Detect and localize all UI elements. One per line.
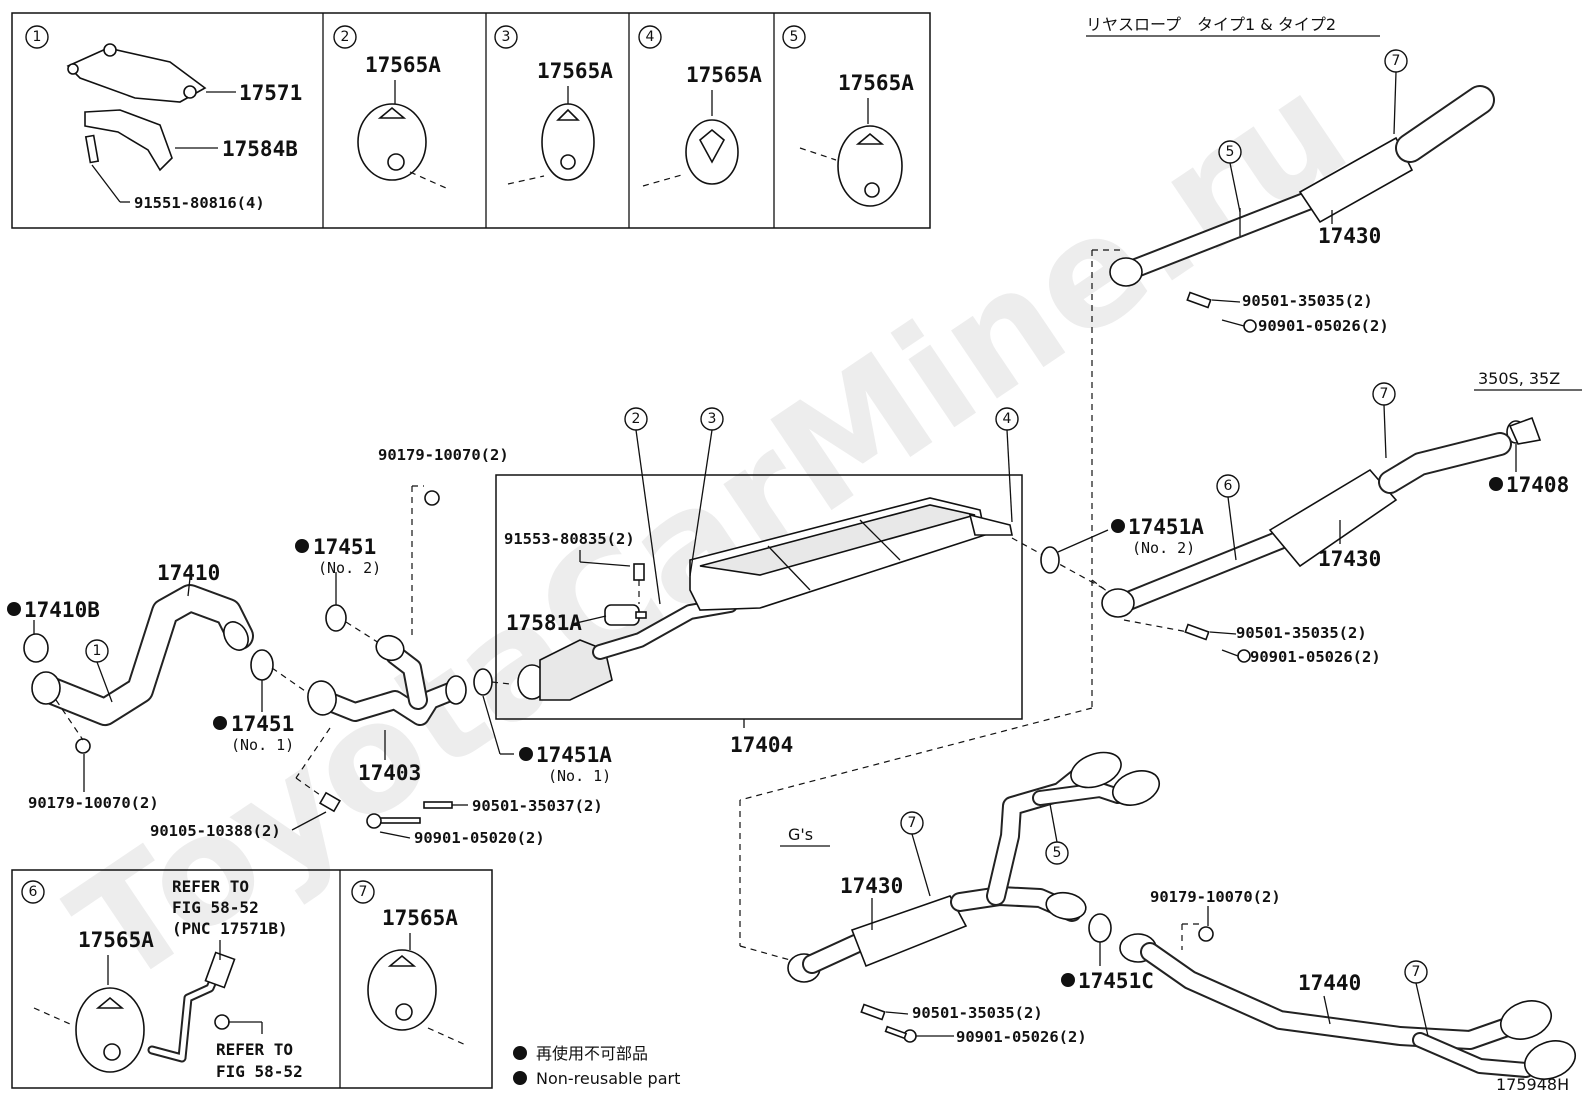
part-17584B: 17584B: [222, 137, 298, 161]
part-17565A-inset7: 17565A: [382, 906, 458, 930]
refer-to-note-1-line1: REFER TO: [172, 877, 249, 896]
part-90105-10388: 90105-10388(2): [150, 822, 281, 840]
header-gs: G's: [788, 825, 813, 844]
part-17581A: 17581A: [506, 611, 582, 635]
inset-7: 7 17565A: [351, 880, 469, 1047]
part-90179-10070-b: 90179-10070(2): [378, 446, 509, 464]
part-17451-no1: 17451: [231, 712, 294, 736]
part-17430-gs: 17430: [840, 874, 903, 898]
part-17451A-no2: 17451A: [1128, 515, 1204, 539]
center-pipe-17403: 17403 90179-10070(2) 90105-10388(2) 9090…: [150, 446, 603, 847]
diagram-code: 175948H: [1496, 1075, 1569, 1094]
gasket-17451A-no1: 17451A (No. 1): [473, 668, 612, 785]
part-17410: 17410: [157, 561, 220, 585]
part-90179-10070-a: 90179-10070(2): [28, 794, 159, 812]
tailpipe-350s: 350S, 35Z 17408 6 7 17430 90501-35035(2)…: [1091, 369, 1582, 666]
legend-jp: 再使用不可部品: [536, 1044, 648, 1063]
inset-4: 4 17565A: [638, 25, 762, 187]
refer-to-note-1-line2: FIG 58-52: [172, 898, 259, 917]
header-rear-slope: リヤスロープ タイプ1 & タイプ2: [1086, 15, 1336, 34]
part-90179-10070-c: 90179-10070(2): [1150, 888, 1281, 906]
part-17565A-inset2: 17565A: [365, 53, 441, 77]
inset-5: 5 17565A: [782, 25, 914, 207]
callout-7-mid: 7: [1380, 386, 1389, 402]
inset-number-4: 4: [646, 29, 655, 45]
part-17451A-no1: 17451A: [536, 743, 612, 767]
inset-number-3: 3: [502, 29, 511, 45]
part-90501-35035-top: 90501-35035(2): [1242, 292, 1373, 310]
callout-7-gs: 7: [908, 815, 917, 831]
part-17451C: 17451C: [1078, 969, 1154, 993]
part-90501-35037: 90501-35037(2): [472, 797, 603, 815]
inset-number-5: 5: [790, 29, 799, 45]
inset-row-bottom: [11, 869, 493, 1089]
inset-3: 3 17565A: [494, 25, 613, 185]
part-17410B: 17410B: [24, 598, 100, 622]
part-17430-mid: 17430: [1318, 547, 1381, 571]
part-17451-no2-sub: (No. 2): [318, 559, 381, 577]
inset-row-top: [11, 12, 931, 229]
refer-to-note-2-line2: FIG 58-52: [216, 1062, 303, 1081]
part-90901-05020: 90901-05020(2): [414, 829, 545, 847]
part-17571: 17571: [239, 81, 302, 105]
part-90901-05026-gs: 90901-05026(2): [956, 1028, 1087, 1046]
part-17565A-inset3: 17565A: [537, 59, 613, 83]
part-90501-35035-gs: 90501-35035(2): [912, 1004, 1043, 1022]
part-90901-05026-mid: 90901-05026(2): [1250, 648, 1381, 666]
part-17565A-inset5: 17565A: [838, 71, 914, 95]
refer-to-note-2-line1: REFER TO: [216, 1040, 293, 1059]
inset-number-6: 6: [29, 884, 38, 900]
gasket-17451A-no2: 17451A (No. 2): [1011, 515, 1204, 593]
front-pipe-17410: 1 17410B 17410 90179-10070(2): [7, 561, 254, 812]
inset-number-2: 2: [341, 29, 350, 45]
inset-2: 2 17565A: [333, 25, 447, 189]
callout-5-gs: 5: [1053, 845, 1062, 861]
part-91553-80835: 91553-80835(2): [504, 530, 635, 548]
inset-number-7: 7: [359, 884, 368, 900]
part-17451-no1-sub: (No. 1): [231, 736, 294, 754]
part-17430-top: 17430: [1318, 224, 1381, 248]
part-17451A-no1-sub: (No. 1): [548, 767, 611, 785]
part-17440: 17440: [1298, 971, 1361, 995]
callout-2: 2: [632, 411, 641, 427]
callout-5-top: 5: [1226, 144, 1235, 160]
main-muffler-17404: 17404 91553-80835(2) 17581A 2 3 4: [495, 407, 1023, 757]
inset-number-1: 1: [33, 29, 42, 45]
part-17403: 17403: [358, 761, 421, 785]
part-17451A-no2-sub: (No. 2): [1132, 539, 1195, 557]
callout-3: 3: [708, 411, 717, 427]
header-350s: 350S, 35Z: [1478, 369, 1560, 388]
callout-7-tail: 7: [1412, 964, 1421, 980]
part-17408: 17408: [1506, 473, 1569, 497]
legend: 再使用不可部品 Non-reusable part: [513, 1044, 680, 1088]
part-17565A-inset4: 17565A: [686, 63, 762, 87]
part-17404: 17404: [730, 733, 793, 757]
legend-en: Non-reusable part: [536, 1069, 680, 1088]
part-90901-05026-top: 90901-05026(2): [1258, 317, 1389, 335]
part-90501-35035-mid: 90501-35035(2): [1236, 624, 1367, 642]
callout-1: 1: [93, 643, 102, 659]
callout-7-top: 7: [1392, 53, 1401, 69]
inset-6: 6 17565A REFER TO FIG 58-52 (PNC 17571B)…: [21, 877, 303, 1081]
gasket-17451-no2: 17451 (No. 2): [295, 535, 391, 651]
refer-to-note-1-line3: (PNC 17571B): [172, 919, 288, 938]
part-17451-no2: 17451: [313, 535, 376, 559]
callout-4: 4: [1003, 411, 1012, 427]
part-91551-80816: 91551-80816(4): [134, 194, 265, 212]
gasket-17451-no1: 17451 (No. 1): [213, 649, 319, 754]
tailpipe-gs: G's 7 5 17430 90501-35035(2) 90901-05026…: [739, 751, 1576, 1080]
part-17565A-inset6: 17565A: [78, 928, 154, 952]
tailpipe-rear-slope: リヤスロープ タイプ1 & タイプ2 5 7 17430 90501-35035…: [739, 15, 1495, 801]
inset-1: 1 17571 17584B 91551-80816(4): [25, 25, 302, 212]
callout-6-mid: 6: [1224, 478, 1233, 494]
